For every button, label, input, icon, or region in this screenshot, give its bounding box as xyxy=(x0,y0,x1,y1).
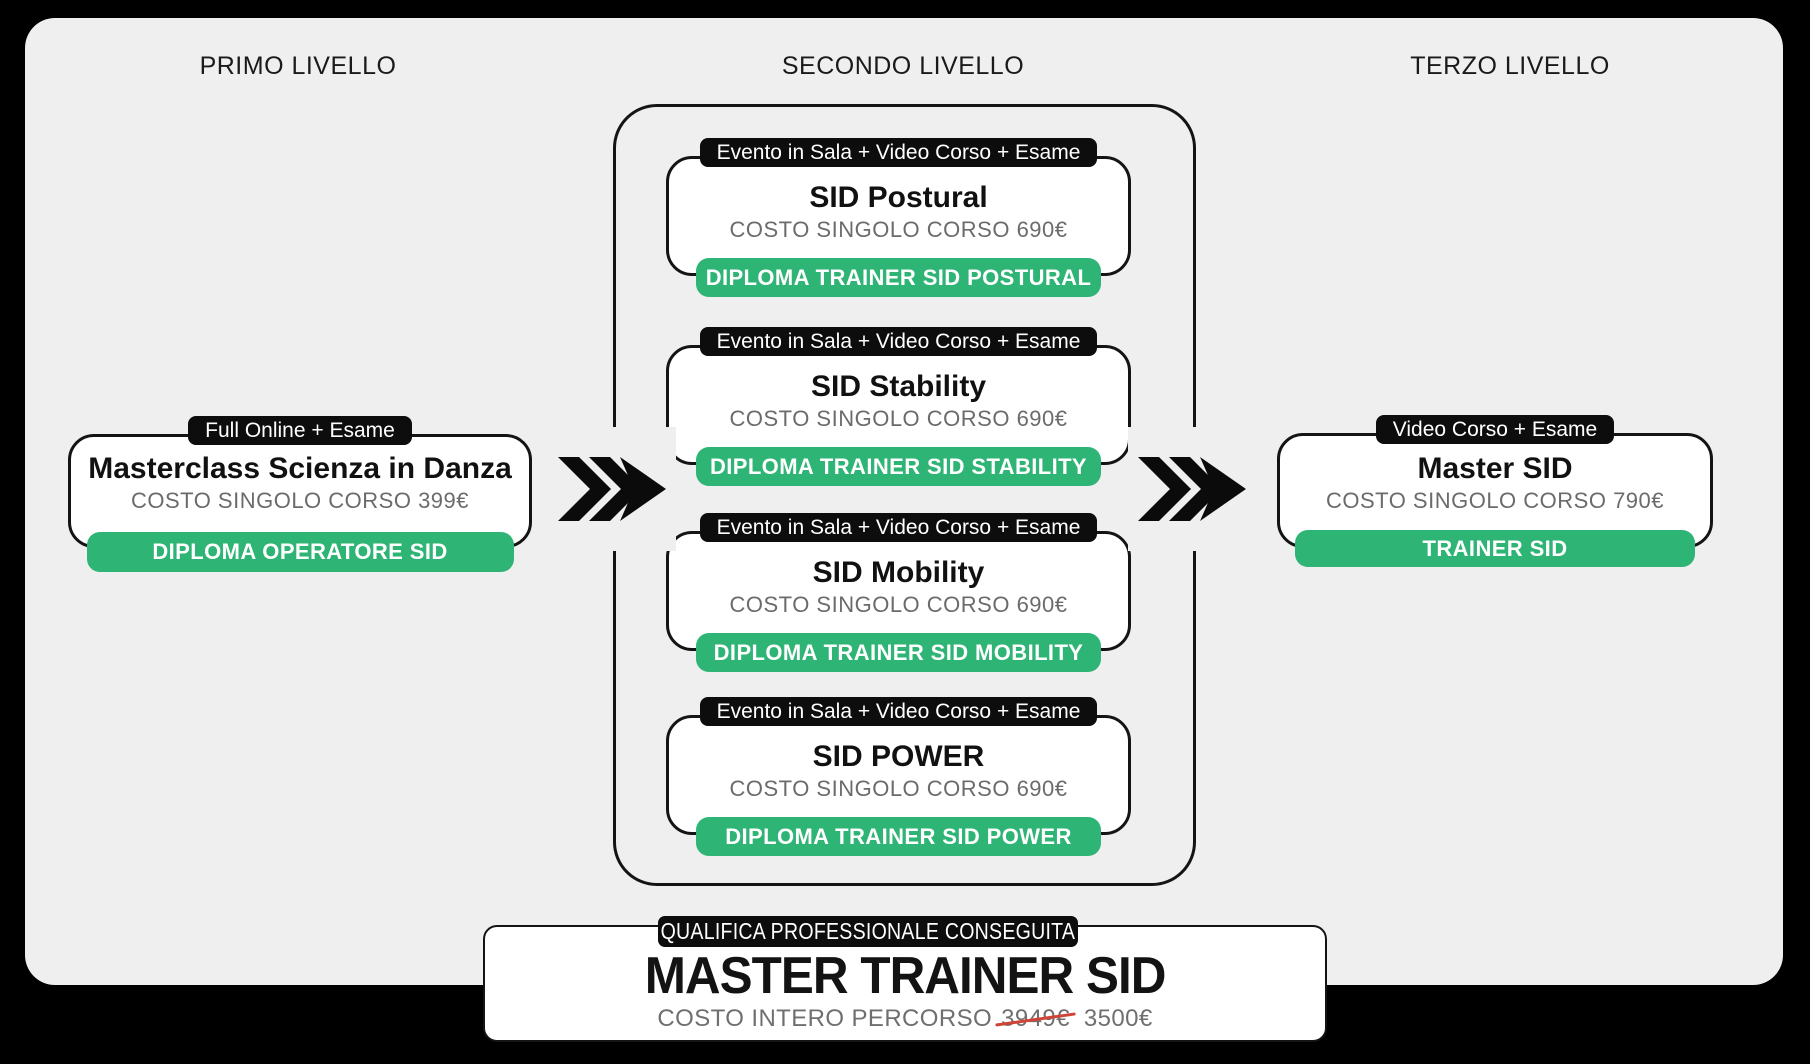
course-title: SID POWER xyxy=(812,740,985,773)
new-price: 3500€ xyxy=(1083,1005,1153,1032)
diploma-pill: DIPLOMA OPERATORE SID xyxy=(86,532,514,572)
course-box: SID Stability COSTO SINGOLO CORSO 690€ xyxy=(666,345,1131,465)
format-badge: Evento in Sala + Video Corso + Esame xyxy=(699,513,1098,542)
diploma-pill: DIPLOMA TRAINER SID MOBILITY xyxy=(696,633,1101,672)
diploma-pill: TRAINER SID xyxy=(1295,530,1695,567)
course-card-sid-stability: Evento in Sala + Video Corso + Esame SID… xyxy=(666,327,1131,486)
course-box: Masterclass Scienza in Danza COSTO SINGO… xyxy=(68,434,532,548)
course-price: COSTO SINGOLO CORSO 690€ xyxy=(729,406,1068,431)
format-badge-label: Video Corso + Esame xyxy=(1392,418,1598,441)
fast-forward-icon xyxy=(548,427,676,551)
format-badge: Video Corso + Esame xyxy=(1375,415,1615,444)
course-box: SID POWER COSTO SINGOLO CORSO 690€ xyxy=(666,715,1131,835)
format-badge: Full Online + Esame xyxy=(188,416,412,445)
course-card-sid-power: Evento in Sala + Video Corso + Esame SID… xyxy=(666,697,1131,856)
course-title: Master SID xyxy=(1417,452,1573,485)
course-card-master-sid: Video Corso + Esame Master SID COSTO SIN… xyxy=(1277,415,1713,567)
qualification-badge: QUALIFICA PROFESSIONALE CONSEGUITA xyxy=(658,916,1078,947)
format-badge: Evento in Sala + Video Corso + Esame xyxy=(699,697,1098,726)
diploma-pill: DIPLOMA TRAINER SID POWER xyxy=(696,817,1101,856)
diploma-label: DIPLOMA OPERATORE SID xyxy=(152,539,448,564)
course-card-masterclass: Full Online + Esame Masterclass Scienza … xyxy=(68,416,532,572)
level1-header: PRIMO LIVELLO xyxy=(199,52,397,80)
course-price: COSTO SINGOLO CORSO 399€ xyxy=(130,488,470,513)
course-title: SID Mobility xyxy=(812,556,985,589)
old-price-strikethrough: 3949€ xyxy=(1001,1005,1070,1032)
diploma-pill: DIPLOMA TRAINER SID STABILITY xyxy=(696,447,1101,486)
diploma-label: DIPLOMA TRAINER SID POWER xyxy=(725,823,1072,849)
qualification-title: MASTER TRAINER SID xyxy=(644,947,1167,1005)
course-price: COSTO SINGOLO CORSO 790€ xyxy=(1325,488,1665,513)
format-badge: Evento in Sala + Video Corso + Esame xyxy=(699,327,1098,356)
course-price: COSTO SINGOLO CORSO 690€ xyxy=(729,592,1068,617)
format-badge: Evento in Sala + Video Corso + Esame xyxy=(699,138,1098,167)
course-card-sid-mobility: Evento in Sala + Video Corso + Esame SID… xyxy=(666,513,1131,672)
price-label: COSTO INTERO PERCORSO xyxy=(657,1005,993,1032)
qualification-badge-label: QUALIFICA PROFESSIONALE CONSEGUITA xyxy=(660,918,1076,944)
diploma-label: DIPLOMA TRAINER SID STABILITY xyxy=(709,453,1088,479)
course-box: SID Postural COSTO SINGOLO CORSO 690€ xyxy=(666,156,1131,276)
course-card-sid-postural: Evento in Sala + Video Corso + Esame SID… xyxy=(666,138,1131,297)
level2-header: SECONDO LIVELLO xyxy=(781,52,1025,80)
format-badge-label: Evento in Sala + Video Corso + Esame xyxy=(716,700,1081,723)
course-title: Masterclass Scienza in Danza xyxy=(88,452,512,485)
course-price: COSTO SINGOLO CORSO 690€ xyxy=(729,776,1068,801)
course-title: SID Stability xyxy=(810,370,987,403)
diploma-pill: DIPLOMA TRAINER SID POSTURAL xyxy=(696,258,1101,297)
format-badge-label: Evento in Sala + Video Corso + Esame xyxy=(716,516,1081,539)
course-title: SID Postural xyxy=(809,181,988,214)
fast-forward-icon xyxy=(1128,427,1256,551)
course-price: COSTO SINGOLO CORSO 690€ xyxy=(729,217,1068,242)
format-badge-label: Evento in Sala + Video Corso + Esame xyxy=(716,141,1081,164)
diploma-label: DIPLOMA TRAINER SID MOBILITY xyxy=(713,639,1084,665)
diploma-label: DIPLOMA TRAINER SID POSTURAL xyxy=(705,264,1092,290)
format-badge-label: Evento in Sala + Video Corso + Esame xyxy=(716,330,1081,353)
qualification-price: COSTO INTERO PERCORSO 3949€ 3500€ xyxy=(657,1005,1152,1033)
level3-header: TERZO LIVELLO xyxy=(1410,52,1610,80)
format-badge-label: Full Online + Esame xyxy=(205,419,395,442)
diploma-label: TRAINER SID xyxy=(1422,535,1568,561)
